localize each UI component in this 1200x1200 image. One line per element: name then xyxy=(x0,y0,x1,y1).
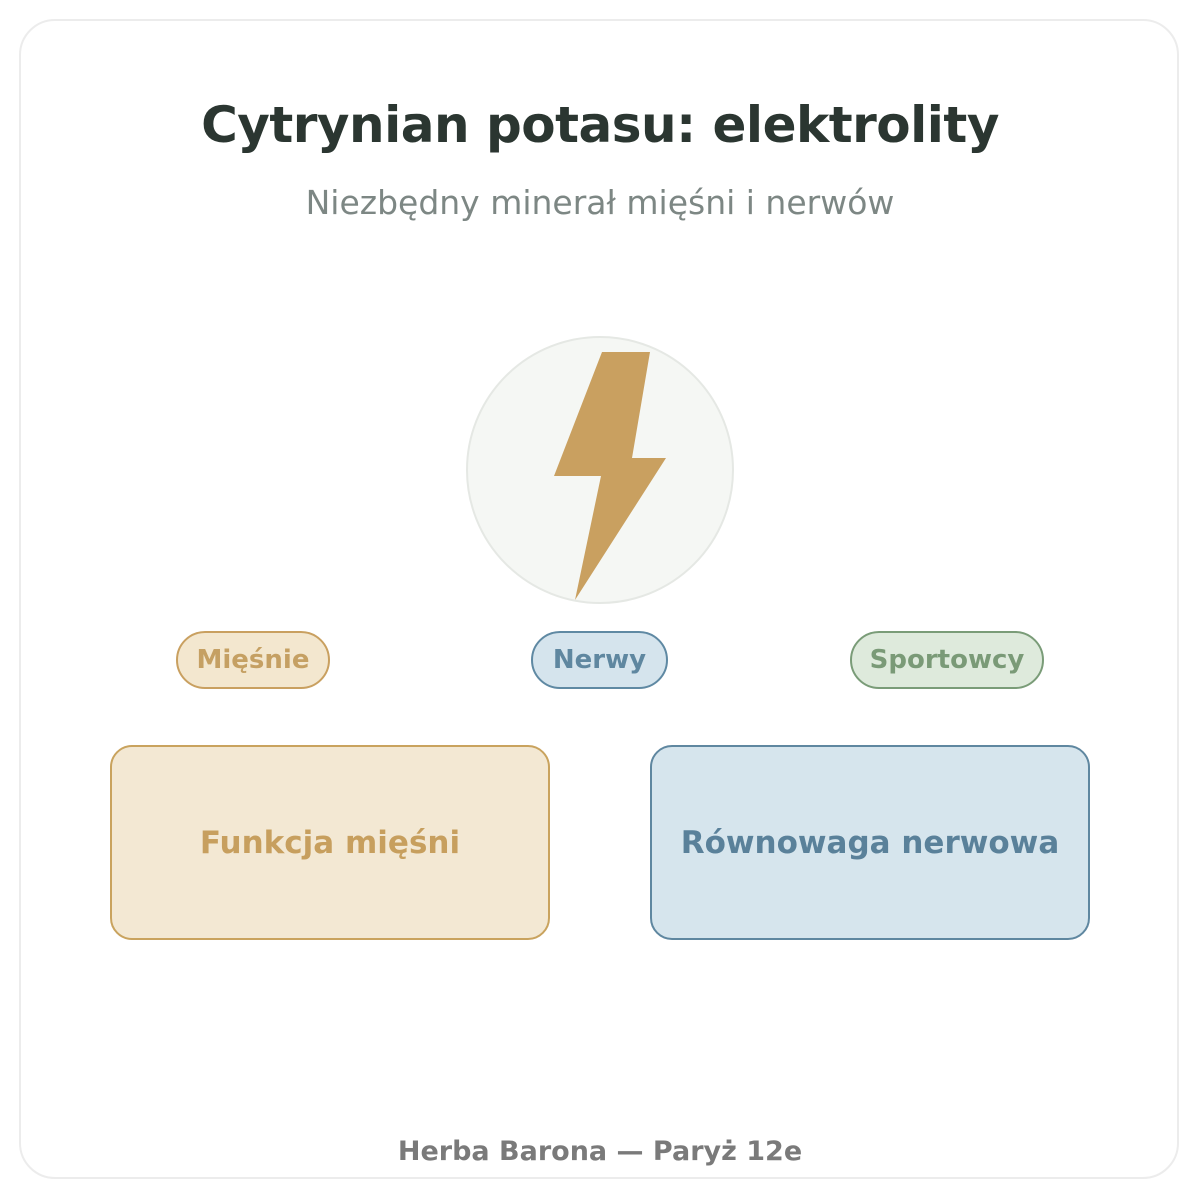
page-title: Cytrynian potasu: elektrolity xyxy=(201,96,999,154)
tag-athletes-label: Sportowcy xyxy=(869,645,1025,675)
icon-badge xyxy=(466,336,734,604)
muscle-function-label: Funkcja mięśni xyxy=(199,824,461,861)
lightning-bolt-icon xyxy=(554,352,666,600)
muscle-function-box: Funkcja mięśni xyxy=(110,745,550,940)
page-subtitle: Niezbędny minerał mięśni i nerwów xyxy=(305,183,895,222)
nerve-balance-label: Równowaga nerwowa xyxy=(680,824,1060,861)
tag-nerves-label: Nerwy xyxy=(552,645,647,675)
tag-athletes: Sportowcy xyxy=(850,631,1044,689)
tag-muscles-label: Mięśnie xyxy=(196,645,310,675)
nerve-balance-box: Równowaga nerwowa xyxy=(650,745,1090,940)
footer-text: Herba Barona — Paryż 12e xyxy=(397,1136,803,1167)
tag-muscles: Mięśnie xyxy=(176,631,330,689)
tag-nerves: Nerwy xyxy=(531,631,668,689)
